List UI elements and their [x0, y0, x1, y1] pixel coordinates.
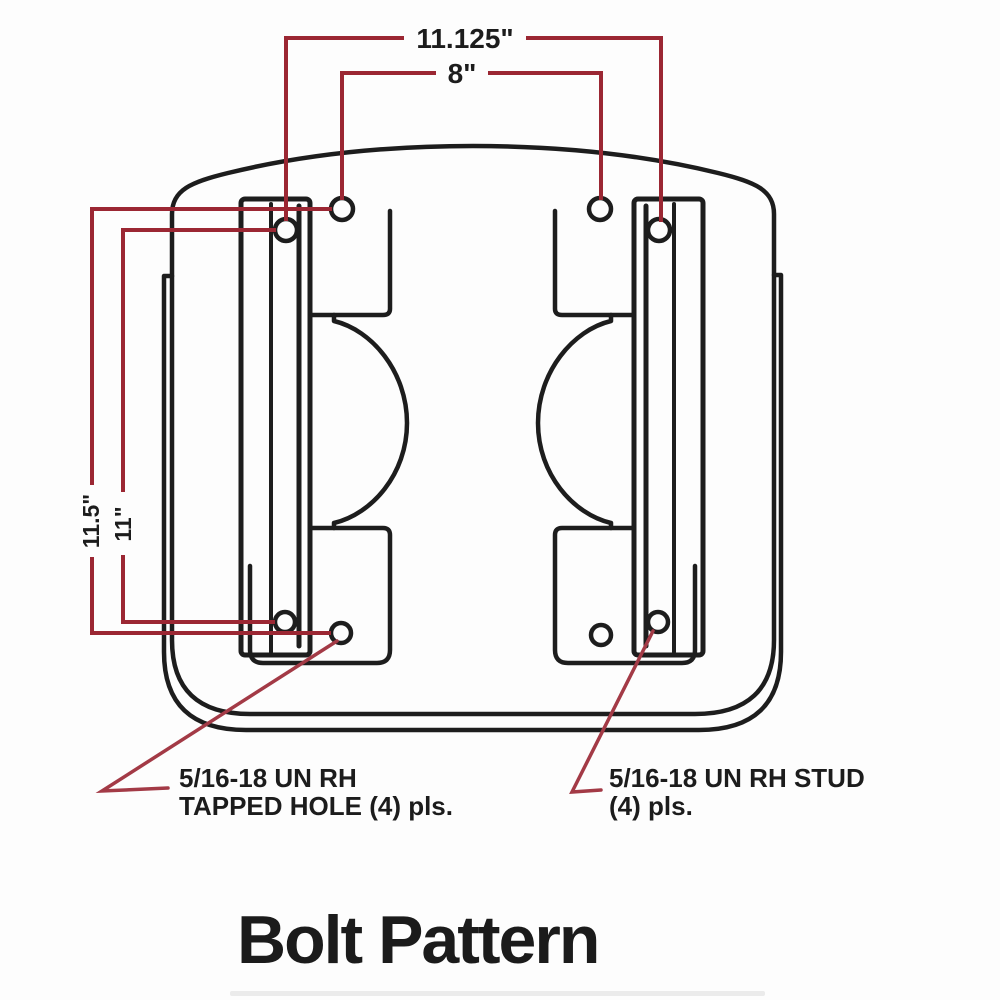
right-upper-plate: [552, 208, 636, 318]
figure-title: Bolt Pattern: [237, 902, 600, 978]
bottom-artifact-line: [230, 991, 765, 996]
seat-seam-line: [161, 272, 784, 733]
left-upper-plate: [309, 208, 393, 318]
right-bulge: [535, 312, 614, 531]
dim-11125-left-bracket: [284, 36, 404, 221]
dim-115-bottom-bracket: [90, 557, 331, 635]
dim-8-left-bracket: [340, 71, 436, 200]
dim-8-right-bracket: [488, 71, 603, 200]
bolt-hole-top-outer-right: [645, 216, 673, 244]
bolt-hole-top-inner-right: [586, 195, 614, 223]
bolt-hole-top-inner-left: [328, 195, 356, 223]
tapped-hole-callout: 5/16-18 UN RH TAPPED HOLE (4) pls.: [179, 764, 453, 820]
tapped-hole-callout-line2: TAPPED HOLE (4) pls.: [179, 791, 453, 821]
seat-outline: [169, 143, 777, 717]
dim-11125-right-bracket: [526, 36, 663, 222]
dim-label-11: 11": [110, 506, 136, 541]
stud-leader-line: [569, 629, 655, 794]
dim-label-8: 8": [448, 58, 477, 89]
seat-geometry-group: [161, 143, 784, 733]
left-bulge: [331, 312, 410, 531]
bolt-hole-bottom-inner-left: [328, 620, 354, 646]
dim-11-bottom-bracket: [121, 555, 275, 624]
tapped-hole-callout-line1: 5/16-18 UN RH: [179, 763, 357, 793]
leader-lines-group: [95, 629, 655, 794]
dim-label-11125: 11.125": [416, 23, 513, 54]
bolt-hole-bottom-outer-left: [272, 609, 298, 635]
dimension-lines-group: [90, 36, 663, 635]
stud-callout: 5/16-18 UN RH STUD (4) pls.: [609, 764, 865, 820]
bolt-hole-top-outer-left: [272, 216, 300, 244]
dim-115-top-bracket: [90, 207, 332, 485]
tapped-hole-leader-line: [95, 639, 339, 794]
dim-label-115: 11.5": [78, 494, 104, 548]
left-lower-plate: [247, 525, 393, 666]
stud-callout-line2: (4) pls.: [609, 791, 693, 821]
stud-callout-line1: 5/16-18 UN RH STUD: [609, 763, 865, 793]
dim-11-top-bracket: [121, 228, 276, 492]
bolt-hole-bottom-outer-right: [645, 609, 671, 635]
bolt-hole-bottom-inner-right: [588, 622, 614, 648]
right-lower-plate: [552, 525, 698, 666]
left-rail-outline: [238, 196, 313, 658]
right-rail-outline: [631, 196, 706, 658]
